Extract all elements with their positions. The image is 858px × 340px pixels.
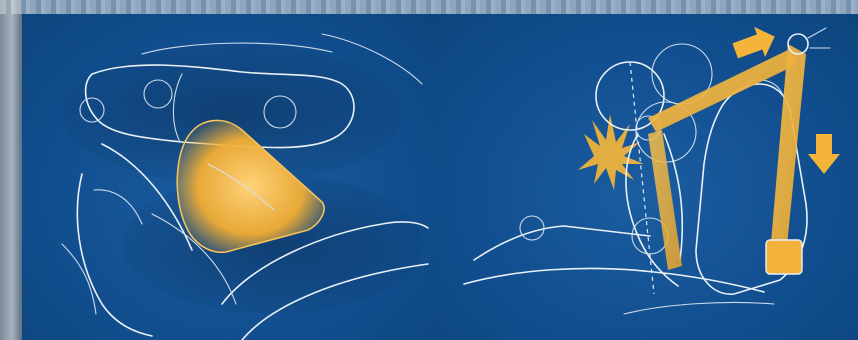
seat-detail-drawing: [22, 14, 434, 340]
seat-detail-panel: [22, 14, 434, 340]
belt-anchor-lines: [808, 28, 830, 48]
seatbelt-diagram-drawing: [434, 14, 858, 340]
left-edge-strip: [0, 0, 22, 340]
occupant-thigh: [474, 226, 650, 260]
downward-tension-arrow-icon: [808, 134, 840, 174]
belt-vertical-strap: [770, 44, 806, 256]
seat-base-line: [464, 268, 764, 292]
floor-line: [624, 302, 774, 314]
frame-line: [62, 244, 96, 314]
seatbelt-diagram-panel: [434, 14, 858, 340]
belt-buckle: [766, 240, 802, 274]
impact-burst-icon: [578, 114, 644, 190]
knee-joint: [520, 216, 544, 240]
top-edge-strip: [0, 0, 858, 14]
diagonal-belt-strap: [648, 130, 682, 270]
shoulder-belt-strap: [648, 50, 798, 132]
